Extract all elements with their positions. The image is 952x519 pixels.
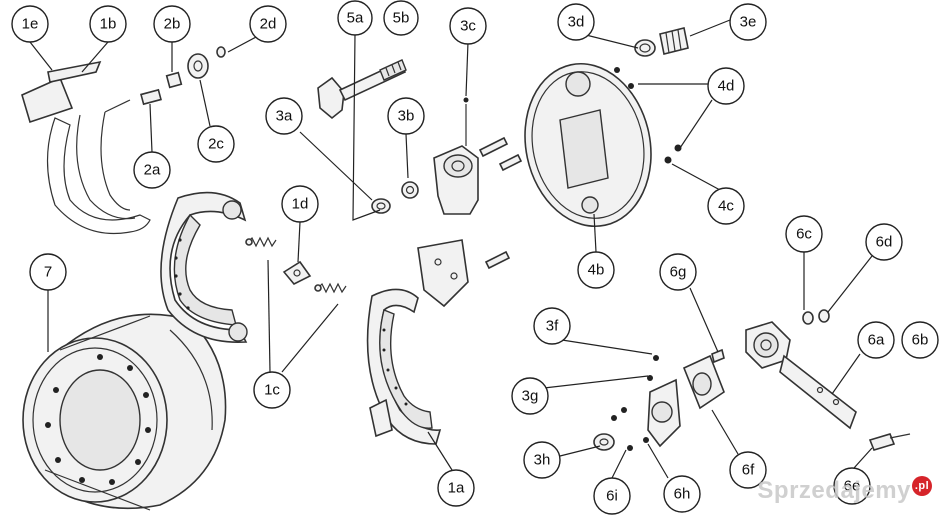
callout-1c: 1c: [253, 371, 291, 409]
callout-1a: 1a: [437, 469, 475, 507]
brake-drum: [22, 313, 227, 511]
callout-5a: 5a: [337, 0, 373, 36]
svg-text:4d: 4d: [718, 78, 735, 95]
callout-3h: 3h: [523, 441, 561, 479]
svg-text:5a: 5a: [347, 10, 364, 27]
return-spring-upper: [245, 236, 277, 248]
bushing-3b: [401, 181, 419, 199]
svg-text:3h: 3h: [534, 452, 551, 469]
callout-3b: 3b: [387, 97, 425, 135]
brake-shoe-upper: [160, 191, 248, 344]
svg-text:6d: 6d: [876, 234, 893, 251]
callout-3g: 3g: [511, 377, 549, 415]
callout-6h: 6h: [663, 475, 701, 513]
svg-text:2a: 2a: [144, 162, 161, 179]
callout-6i: 6i: [593, 477, 631, 515]
svg-text:6a: 6a: [868, 332, 885, 349]
svg-text:6c: 6c: [796, 226, 812, 243]
svg-text:3d: 3d: [568, 14, 585, 31]
svg-text:1c: 1c: [264, 382, 280, 399]
callouts: 1e 1b 2b 2d 2a 2c 5a 5b 3c 3d 3e 3a 3b 4…: [11, 0, 939, 515]
callout-3c: 3c: [449, 7, 487, 45]
slack-adjuster: [745, 321, 857, 430]
callout-6c: 6c: [785, 215, 823, 253]
svg-text:4c: 4c: [718, 198, 734, 215]
ring-3d: [634, 39, 656, 57]
callout-6a: 6a: [857, 321, 895, 359]
svg-text:2c: 2c: [208, 136, 224, 153]
dust-shield: [524, 62, 652, 228]
callout-2c: 2c: [197, 125, 235, 163]
washer-3a: [371, 198, 391, 214]
callout-3e: 3e: [729, 3, 767, 41]
return-spring-lower: [314, 282, 347, 294]
callout-6d: 6d: [865, 223, 903, 261]
svg-text:6g: 6g: [670, 264, 687, 281]
hardware-dots: [611, 355, 659, 451]
nuts-4c: [664, 144, 682, 164]
svg-text:6f: 6f: [742, 462, 755, 479]
svg-text:1a: 1a: [448, 480, 465, 497]
bushing-3h: [593, 433, 615, 451]
threaded-sleeve-3e: [659, 27, 689, 55]
callout-3d: 3d: [557, 3, 595, 41]
svg-text:2b: 2b: [164, 16, 181, 33]
leader-lines: [29, 19, 873, 479]
shoe-lining-plate: [21, 60, 151, 235]
camshaft: [317, 59, 407, 120]
callout-4b: 4b: [577, 251, 615, 289]
svg-text:6i: 6i: [606, 488, 618, 505]
svg-text:3e: 3e: [740, 14, 757, 31]
callout-2b: 2b: [153, 5, 191, 43]
anchor-clip: [282, 260, 312, 285]
callout-2d: 2d: [249, 5, 287, 43]
bracket-3g: [647, 378, 681, 448]
callout-1b: 1b: [89, 5, 127, 43]
svg-text:7: 7: [44, 264, 52, 281]
callout-6g: 6g: [659, 253, 697, 291]
adjuster-bracket: [682, 348, 725, 410]
svg-text:6h: 6h: [674, 486, 691, 503]
svg-text:3a: 3a: [276, 108, 293, 125]
pin-bushing-set: [140, 46, 226, 106]
svg-text:4b: 4b: [588, 262, 605, 279]
svg-text:6b: 6b: [912, 332, 929, 349]
mounting-plate: [417, 239, 469, 308]
callout-4d: 4d: [707, 67, 745, 105]
watermark-tld: .pl: [912, 476, 932, 496]
svg-text:1b: 1b: [100, 16, 117, 33]
callout-5b: 5b: [383, 0, 419, 36]
svg-text:2d: 2d: [260, 16, 277, 33]
callout-7: 7: [29, 253, 67, 291]
callout-1d: 1d: [281, 185, 319, 223]
callout-6f: 6f: [729, 451, 767, 489]
svg-text:3f: 3f: [546, 318, 559, 335]
svg-text:3c: 3c: [460, 18, 476, 35]
svg-text:1d: 1d: [292, 196, 309, 213]
svg-text:3b: 3b: [398, 108, 415, 125]
camshaft-bracket: [433, 97, 479, 215]
callout-3a: 3a: [265, 97, 303, 135]
callout-4c: 4c: [707, 187, 745, 225]
callout-1e: 1e: [11, 5, 49, 43]
brake-shoe-lower: [366, 288, 442, 445]
callout-6b: 6b: [901, 321, 939, 359]
svg-text:6e: 6e: [844, 478, 861, 495]
callout-6e: 6e: [833, 467, 871, 505]
bolt-set: [478, 136, 523, 270]
clevis-pin: [868, 433, 911, 451]
watermark-text: Sprzedajemy: [757, 477, 911, 504]
small-washers-6c-6d: [802, 309, 830, 325]
svg-text:3g: 3g: [522, 388, 539, 405]
svg-text:5b: 5b: [393, 10, 410, 27]
callout-3f: 3f: [533, 307, 571, 345]
callout-2a: 2a: [133, 151, 171, 189]
watermark-logo: Sprzedajemy.pl: [757, 476, 932, 505]
svg-text:1e: 1e: [22, 16, 39, 33]
